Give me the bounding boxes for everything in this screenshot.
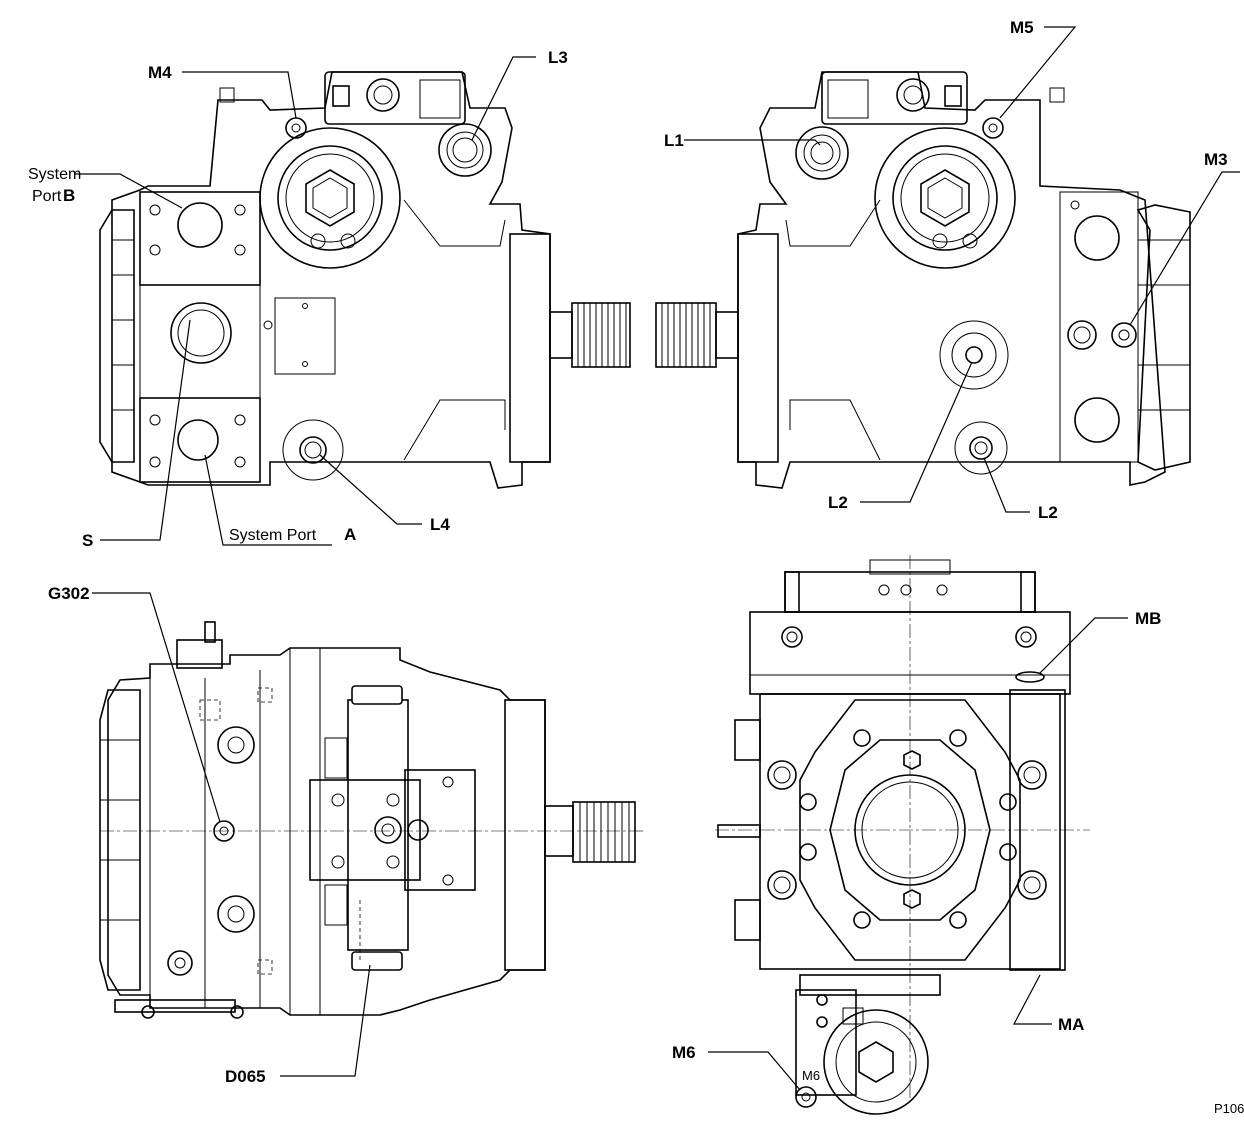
label-l2-left: L2 (828, 493, 848, 512)
label-s: S (82, 531, 93, 550)
port-labels: M4 L3 M5 L1 M3 System Port B S System Po… (28, 18, 1244, 1116)
label-l3: L3 (548, 48, 568, 67)
label-system-port-b-line1: System (28, 166, 81, 183)
label-l2-right: L2 (1038, 503, 1058, 522)
label-l4: L4 (430, 515, 450, 534)
figure-id: P106 (1214, 1101, 1244, 1116)
label-m5: M5 (1010, 18, 1034, 37)
label-l1: L1 (664, 131, 684, 150)
splined-shaft-left (571, 302, 631, 368)
leader-lines (75, 26, 1240, 1091)
label-g302: G302 (48, 584, 90, 603)
pump-view-top-left (99, 71, 631, 489)
m6-stamp: M6 (802, 1068, 820, 1083)
splined-shaft-bottom (572, 801, 636, 863)
label-m4: M4 (148, 63, 172, 82)
label-m3: M3 (1204, 150, 1228, 169)
label-mb: MB (1135, 609, 1161, 628)
label-d065: D065 (225, 1067, 266, 1086)
splined-shaft-right (655, 302, 717, 368)
label-system-port-b-line2: Port (32, 188, 62, 205)
pump-view-bottom-left (99, 621, 645, 1019)
label-system-port-b-letter: B (63, 186, 75, 205)
label-m6: M6 (672, 1043, 696, 1062)
label-system-port-a-letter: A (344, 525, 356, 544)
label-ma: MA (1058, 1015, 1084, 1034)
pump-view-top-right (655, 71, 1191, 489)
pump-view-bottom-right: M6 (715, 555, 1090, 1115)
label-system-port-a: System Port (229, 527, 317, 544)
